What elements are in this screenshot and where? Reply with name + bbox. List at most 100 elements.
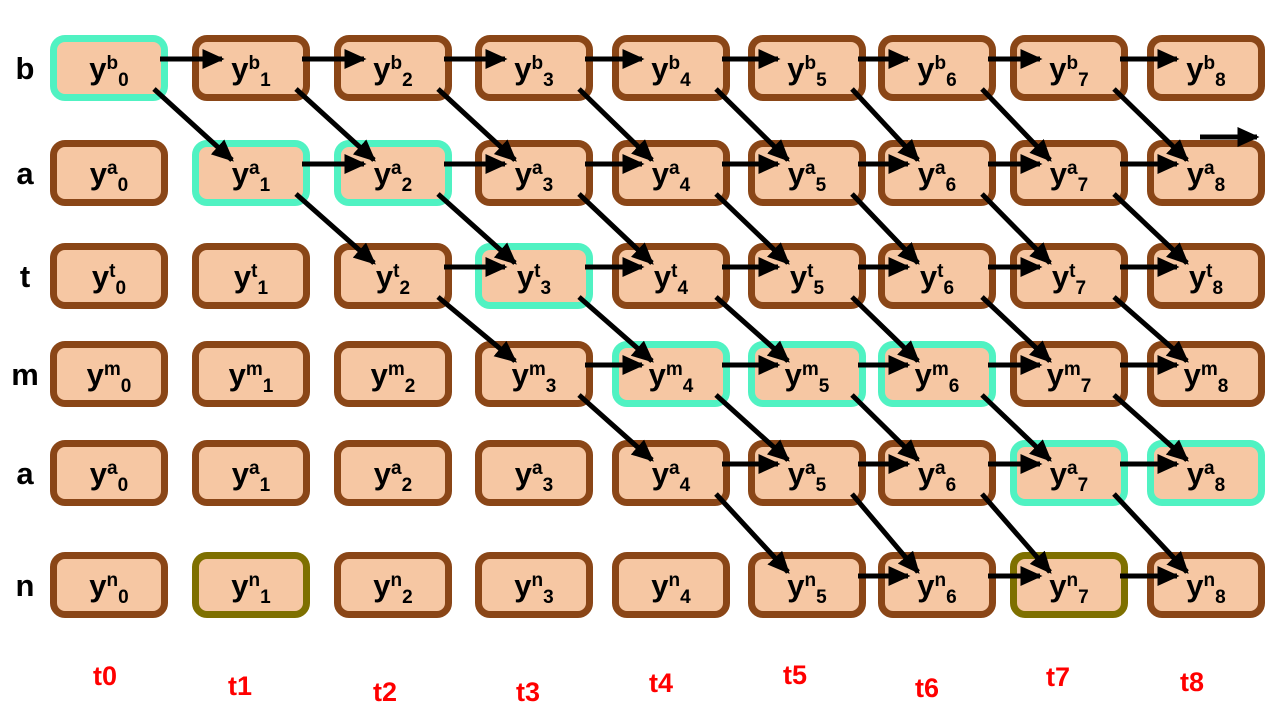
cell-a-8: ya8 <box>1147 140 1265 206</box>
cell-label: ym2 <box>370 356 416 397</box>
cell-label: ym8 <box>1183 356 1229 397</box>
cell-label: yt8 <box>1188 258 1224 299</box>
cell-label: ya6 <box>917 455 957 496</box>
cell-a-6: ya6 <box>878 140 996 206</box>
cell-label: yt5 <box>789 258 825 299</box>
cell-a-1-green: ya1 <box>192 140 310 206</box>
cell-b-6: yb6 <box>878 35 996 101</box>
cell-label: yn7 <box>1049 567 1089 608</box>
row-label-t-2: t <box>19 259 31 294</box>
cell-m-3: ym3 <box>475 341 593 407</box>
cell-t-0: yt0 <box>50 243 168 309</box>
cell-m-2: ym2 <box>334 341 452 407</box>
cell-label: yn3 <box>514 567 554 608</box>
cell-label: yb5 <box>787 50 827 91</box>
cell-label: ya1 <box>231 155 271 196</box>
cell-a-3: ya3 <box>475 140 593 206</box>
time-label-t7: t7 <box>1045 662 1071 692</box>
row-label-n-5: n <box>15 568 35 603</box>
cell-label: yb8 <box>1186 50 1226 91</box>
cell-b-4: yb4 <box>612 35 730 101</box>
cell-label: yt7 <box>1051 258 1087 299</box>
cell-a-0: ya0 <box>50 440 168 506</box>
cell-label: yt1 <box>233 258 269 299</box>
time-label-t2: t2 <box>372 677 398 707</box>
cell-n-5: yn5 <box>748 552 866 618</box>
cell-label: ym0 <box>86 356 132 397</box>
cell-label: ym7 <box>1046 356 1092 397</box>
row-label-a-1: a <box>16 156 34 191</box>
cell-label: ya5 <box>787 455 827 496</box>
cell-t-8: yt8 <box>1147 243 1265 309</box>
cell-label: yt2 <box>375 258 411 299</box>
cell-n-0: yn0 <box>50 552 168 618</box>
cell-label: ya4 <box>651 455 691 496</box>
cell-label: yn5 <box>787 567 827 608</box>
cell-b-1: yb1 <box>192 35 310 101</box>
cell-m-4-green: ym4 <box>612 341 730 407</box>
cell-a-4: ya4 <box>612 140 730 206</box>
cell-a-5: ya5 <box>748 440 866 506</box>
cell-label: ya5 <box>787 155 827 196</box>
cell-label: yb4 <box>651 50 691 91</box>
cell-a-3: ya3 <box>475 440 593 506</box>
cell-n-2: yn2 <box>334 552 452 618</box>
cell-label: yn4 <box>651 567 691 608</box>
row-label-b-0: b <box>15 51 35 86</box>
time-label-t8: t8 <box>1179 667 1205 697</box>
cell-b-3: yb3 <box>475 35 593 101</box>
cell-m-8: ym8 <box>1147 341 1265 407</box>
cell-label: ya4 <box>651 155 691 196</box>
cell-label: ya3 <box>514 155 554 196</box>
cell-label: ya7 <box>1049 455 1089 496</box>
row-label-a-4: a <box>16 456 34 491</box>
cell-a-4: ya4 <box>612 440 730 506</box>
cell-b-5: yb5 <box>748 35 866 101</box>
time-label-t4: t4 <box>648 668 674 698</box>
cell-label: ym3 <box>511 356 557 397</box>
cell-m-1: ym1 <box>192 341 310 407</box>
cell-a-5: ya5 <box>748 140 866 206</box>
cell-label: yn1 <box>231 567 271 608</box>
cell-b-7: yb7 <box>1010 35 1128 101</box>
cell-label: ya8 <box>1186 455 1226 496</box>
cell-label: ym1 <box>228 356 274 397</box>
cell-label: yn2 <box>373 567 413 608</box>
cell-label: yb1 <box>231 50 271 91</box>
cell-a-0: ya0 <box>50 140 168 206</box>
time-label-t5: t5 <box>782 660 808 690</box>
cell-n-7-olive: yn7 <box>1010 552 1128 618</box>
cell-t-3-green: yt3 <box>475 243 593 309</box>
cell-label: yt6 <box>919 258 955 299</box>
cell-label: ym5 <box>784 356 830 397</box>
time-label-t1: t1 <box>227 671 253 701</box>
time-label-t6: t6 <box>914 673 940 703</box>
cell-label: yb7 <box>1049 50 1089 91</box>
cell-label: yn8 <box>1186 567 1226 608</box>
cell-n-3: yn3 <box>475 552 593 618</box>
cell-label: yb6 <box>917 50 957 91</box>
cell-label: yn0 <box>89 567 129 608</box>
cell-n-1-olive: yn1 <box>192 552 310 618</box>
cell-label: ya6 <box>917 155 957 196</box>
cell-n-8: yn8 <box>1147 552 1265 618</box>
cell-n-6: yn6 <box>878 552 996 618</box>
row-label-m-3: m <box>11 357 39 392</box>
cell-a-2-green: ya2 <box>334 140 452 206</box>
cell-label: ym4 <box>648 356 694 397</box>
cell-m-7: ym7 <box>1010 341 1128 407</box>
cell-label: ya3 <box>514 455 554 496</box>
cell-t-1: yt1 <box>192 243 310 309</box>
cell-b-0-green: yb0 <box>50 35 168 101</box>
cell-label: ya2 <box>373 455 413 496</box>
cell-n-4: yn4 <box>612 552 730 618</box>
cell-t-4: yt4 <box>612 243 730 309</box>
cell-label: ya1 <box>231 455 271 496</box>
cell-b-2: yb2 <box>334 35 452 101</box>
cell-a-1: ya1 <box>192 440 310 506</box>
cell-m-0: ym0 <box>50 341 168 407</box>
cell-label: ya0 <box>89 455 129 496</box>
cell-a-2: ya2 <box>334 440 452 506</box>
cell-label: yb2 <box>373 50 413 91</box>
